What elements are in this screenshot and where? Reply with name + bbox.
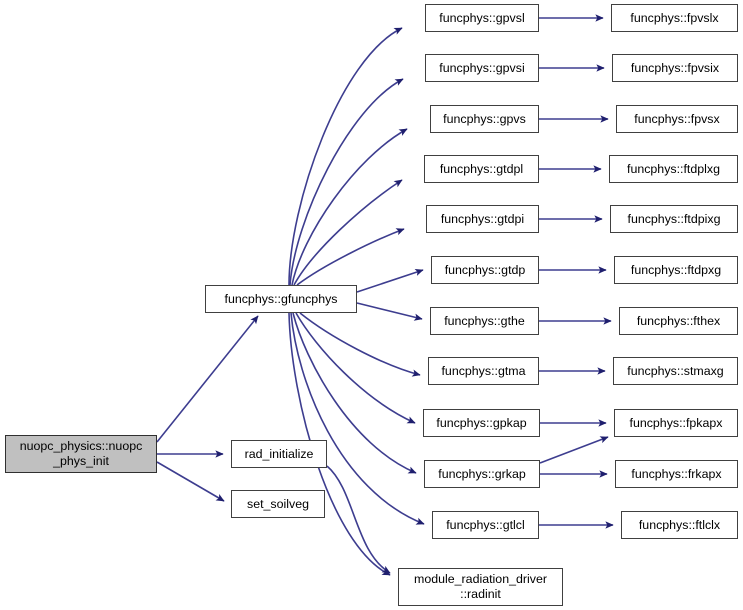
graph-node-gpkap[interactable]: funcphys::gpkap <box>423 409 540 437</box>
graph-node-label: funcphys::fpvsix <box>630 60 720 75</box>
graph-node-ftlclx[interactable]: funcphys::ftlclx <box>621 511 738 539</box>
graph-edge-gfunc-to-gtdp <box>356 268 424 293</box>
graph-node-label: nuopc_physics::nuopc _phys_init <box>19 439 143 468</box>
graph-node-gpvsl[interactable]: funcphys::gpvsl <box>425 4 539 32</box>
graph-node-label: funcphys::gtdpi <box>440 211 525 226</box>
graph-node-label: funcphys::fthex <box>636 313 721 328</box>
graph-node-root[interactable]: nuopc_physics::nuopc _phys_init <box>5 435 157 473</box>
graph-node-radinit_l[interactable]: rad_initialize <box>231 440 327 468</box>
graph-edge-gfunc-to-gtma <box>299 312 421 377</box>
graph-node-label: funcphys::fpkapx <box>629 415 723 430</box>
graph-node-ftdpixg[interactable]: funcphys::ftdpixg <box>610 205 738 233</box>
graph-node-fpvsx[interactable]: funcphys::fpvsx <box>616 105 738 133</box>
graph-edge-root-to-soilveg <box>156 461 225 502</box>
graph-node-label: module_radiation_driver ::radinit <box>414 572 547 601</box>
graph-node-gtma[interactable]: funcphys::gtma <box>428 357 539 385</box>
graph-node-gpvsi[interactable]: funcphys::gpvsi <box>425 54 539 82</box>
graph-node-gthe[interactable]: funcphys::gthe <box>430 307 539 335</box>
graph-node-label: funcphys::gtlcl <box>446 517 525 532</box>
graph-edge-gfunc-to-gtdpi <box>296 228 405 286</box>
graph-edge-gfunc-to-gthe <box>356 302 423 321</box>
graph-node-label: funcphys::grkap <box>438 466 526 481</box>
graph-node-radinit[interactable]: module_radiation_driver ::radinit <box>398 568 563 606</box>
graph-node-grkap[interactable]: funcphys::grkap <box>424 460 540 488</box>
graph-node-soilveg[interactable]: set_soilveg <box>231 490 325 518</box>
graph-node-fpvslx[interactable]: funcphys::fpvslx <box>611 4 738 32</box>
graph-node-frkapx[interactable]: funcphys::frkapx <box>615 460 738 488</box>
graph-node-label: funcphys::gtma <box>441 363 526 378</box>
graph-edge-radinit_l-to-radinit <box>326 465 391 574</box>
graph-node-fthex[interactable]: funcphys::fthex <box>619 307 738 335</box>
graph-node-ftdpxg[interactable]: funcphys::ftdpxg <box>614 256 738 284</box>
graph-edge-gfunc-to-gpvsi <box>289 78 404 286</box>
graph-node-label: funcphys::gpvsi <box>439 60 525 75</box>
graph-node-stmaxg[interactable]: funcphys::stmaxg <box>613 357 738 385</box>
graph-node-label: funcphys::gtdp <box>444 262 526 277</box>
graph-edge-gfunc-to-gpvsl <box>288 27 403 286</box>
graph-node-gtlcl[interactable]: funcphys::gtlcl <box>432 511 539 539</box>
graph-node-label: funcphys::gfuncphys <box>224 291 338 306</box>
graph-edge-root-to-gfunc <box>156 315 259 443</box>
graph-node-label: set_soilveg <box>247 496 309 511</box>
graph-node-label: funcphys::fpvsx <box>634 111 720 126</box>
graph-node-gtdp[interactable]: funcphys::gtdp <box>431 256 539 284</box>
graph-node-fpkapx[interactable]: funcphys::fpkapx <box>614 409 738 437</box>
graph-node-fpvsix[interactable]: funcphys::fpvsix <box>612 54 738 82</box>
graph-node-label: funcphys::frkapx <box>631 466 722 481</box>
graph-node-gtdpi[interactable]: funcphys::gtdpi <box>426 205 539 233</box>
graph-node-label: rad_initialize <box>244 446 314 461</box>
graph-node-label: funcphys::ftlclx <box>638 517 721 532</box>
graph-edge-grkap-to-fpkapx <box>539 436 609 464</box>
graph-node-label: funcphys::gpvsl <box>439 10 525 25</box>
graph-node-label: funcphys::ftdpixg <box>627 211 721 226</box>
graph-node-gpvs[interactable]: funcphys::gpvs <box>430 105 539 133</box>
graph-edge-gfunc-to-gpvs <box>291 128 408 286</box>
graph-node-label: funcphys::ftdplxg <box>627 161 720 176</box>
graph-node-label: funcphys::gtdpl <box>439 161 524 176</box>
graph-node-label: funcphys::gthe <box>444 313 525 328</box>
graph-node-label: funcphys::gpvs <box>443 111 526 126</box>
graph-node-label: funcphys::ftdpxg <box>630 262 722 277</box>
graph-node-gfunc[interactable]: funcphys::gfuncphys <box>205 285 357 313</box>
graph-node-label: funcphys::fpvslx <box>630 10 719 25</box>
graph-node-label: funcphys::gpkap <box>436 415 527 430</box>
graph-node-ftdplxg[interactable]: funcphys::ftdplxg <box>609 155 738 183</box>
graph-edge-gfunc-to-gpkap <box>295 312 416 424</box>
graph-node-gtdpl[interactable]: funcphys::gtdpl <box>424 155 539 183</box>
graph-edge-gfunc-to-gtdpl <box>293 179 403 286</box>
graph-node-label: funcphys::stmaxg <box>627 363 724 378</box>
